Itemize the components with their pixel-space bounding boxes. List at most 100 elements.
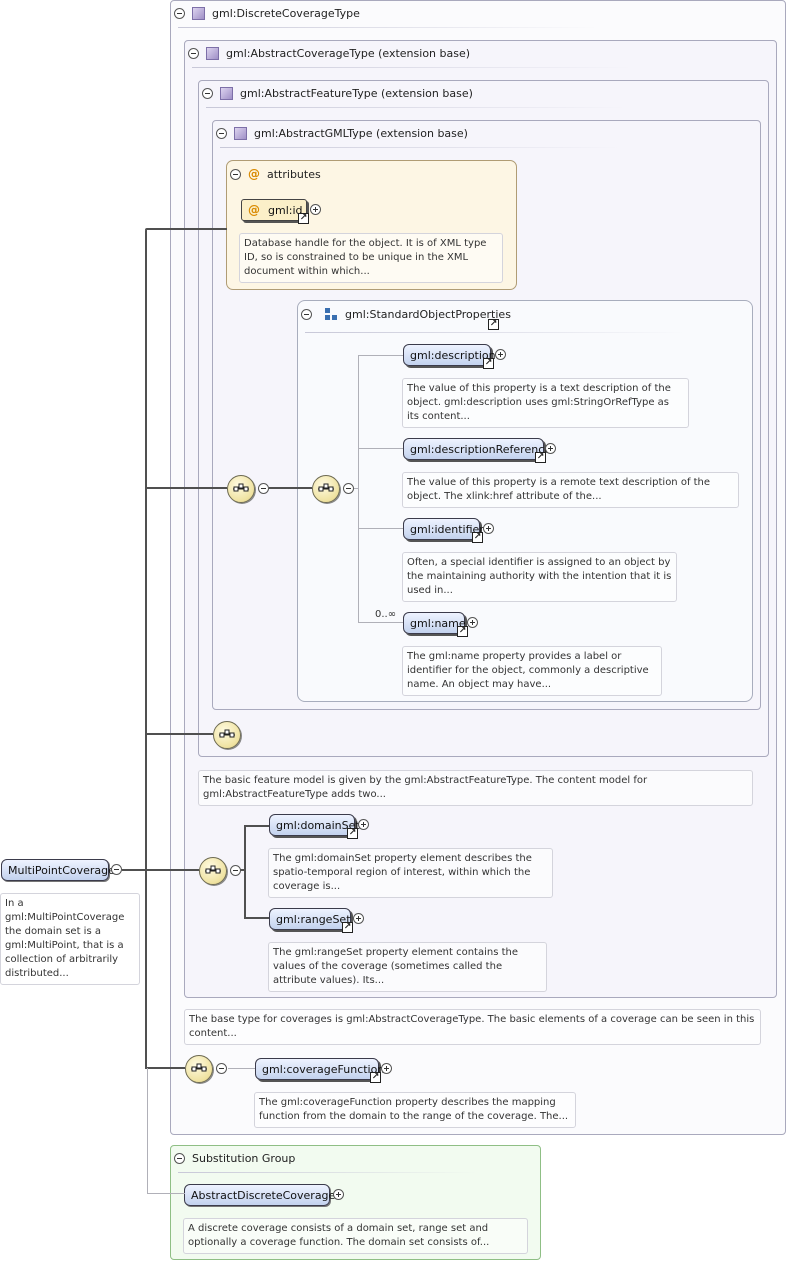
attributes-header[interactable]: @ attributes xyxy=(230,167,321,181)
expand-icon[interactable] xyxy=(358,819,369,830)
element-gml-name[interactable]: gml:name xyxy=(403,612,466,634)
sequence-icon-glyph xyxy=(205,865,221,874)
element-gml-description[interactable]: gml:description xyxy=(403,344,496,366)
element-doc: A discrete coverage consists of a domain… xyxy=(183,1218,528,1254)
root-trunk-line xyxy=(145,229,147,1068)
arrow-reference-icon[interactable]: ↗ xyxy=(488,319,499,330)
model-group-icon xyxy=(325,308,338,321)
element-name: gml:coverageFunction xyxy=(262,1062,385,1076)
arrow-reference-icon[interactable]: ↗ xyxy=(347,828,358,839)
collapse-icon[interactable] xyxy=(111,864,122,875)
sequence-compositor-icon[interactable] xyxy=(213,721,241,749)
collapse-icon[interactable] xyxy=(188,48,199,59)
root-element-multipoint-coverage[interactable]: MultiPointCoverage xyxy=(1,859,115,881)
sequence-branch-line xyxy=(244,826,246,918)
element-gml-range-set[interactable]: gml:rangeSet xyxy=(269,908,351,930)
header-divider xyxy=(206,107,626,108)
type-title: gml:DiscreteCoverageType xyxy=(212,7,360,20)
sequence-compositor-icon[interactable] xyxy=(185,1055,213,1083)
collapse-icon[interactable] xyxy=(216,128,227,139)
expand-icon[interactable] xyxy=(381,1063,392,1074)
element-name: gml:rangeSet xyxy=(276,912,351,926)
type-title: gml:AbstractCoverageType (extension base… xyxy=(226,47,471,60)
feature-type-doc: The basic feature model is given by the … xyxy=(198,770,753,806)
arrow-reference-icon[interactable]: ↗ xyxy=(370,1072,381,1083)
element-name: AbstractDiscreteCoverage xyxy=(191,1188,336,1202)
header-divider xyxy=(178,1172,478,1173)
element-name: gml:description xyxy=(410,348,496,362)
abstract-feature-type-header[interactable]: gml:AbstractFeatureType (extension base) xyxy=(202,87,473,100)
branch-connector xyxy=(358,528,404,529)
coverage-type-doc: The base type for coverages is gml:Abstr… xyxy=(184,1009,761,1045)
arrow-reference-icon[interactable]: ↗ xyxy=(535,452,546,463)
complex-type-icon xyxy=(206,47,219,60)
expand-icon[interactable] xyxy=(353,913,364,924)
collapse-icon[interactable] xyxy=(230,865,241,876)
element-name: gml:descriptionReference xyxy=(410,442,552,456)
arrow-reference-icon[interactable]: ↗ xyxy=(342,922,353,933)
branch-connector xyxy=(358,622,404,623)
element-doc: The gml:rangeSet property element contai… xyxy=(268,942,547,992)
element-gml-description-reference[interactable]: gml:descriptionReference xyxy=(403,438,551,460)
discrete-coverage-type-header[interactable]: gml:DiscreteCoverageType xyxy=(174,7,360,20)
complex-type-icon xyxy=(192,7,205,20)
element-doc: The value of this property is a remote t… xyxy=(402,472,739,508)
connector-to-substitution xyxy=(147,1068,148,1194)
expand-icon[interactable] xyxy=(333,1189,344,1200)
attribute-name: gml:id xyxy=(268,203,303,217)
element-doc: Often, a special identifier is assigned … xyxy=(402,552,677,602)
at-sign-icon: @ xyxy=(248,167,260,181)
gml-id-attribute[interactable]: @ gml:id xyxy=(241,199,307,221)
element-abstract-discrete-coverage[interactable]: AbstractDiscreteCoverage xyxy=(184,1184,335,1206)
substitution-group-header[interactable]: Substitution Group xyxy=(174,1152,295,1165)
branch-connector xyxy=(358,355,404,356)
abstract-gml-type-header[interactable]: gml:AbstractGMLType (extension base) xyxy=(216,127,468,140)
connector-to-gml-sequence xyxy=(145,487,227,489)
arrow-reference-icon[interactable]: ↗ xyxy=(457,626,468,637)
complex-type-icon xyxy=(220,87,233,100)
branch-connector xyxy=(244,825,270,827)
connector-to-coverage-sequence xyxy=(122,869,199,871)
connector-seq-to-domain xyxy=(240,869,245,871)
gml-id-doc: Database handle for the object. It is of… xyxy=(239,233,503,283)
collapse-icon[interactable] xyxy=(301,309,312,320)
collapse-icon[interactable] xyxy=(174,1153,185,1164)
branch-connector xyxy=(228,1068,256,1069)
sequence-icon-glyph xyxy=(233,483,249,492)
branch-connector xyxy=(244,917,270,919)
expand-icon[interactable] xyxy=(310,204,321,215)
sequence-compositor-icon[interactable] xyxy=(199,857,227,885)
standard-object-properties-header[interactable]: gml:StandardObjectProperties xyxy=(301,308,511,321)
collapse-icon[interactable] xyxy=(202,88,213,99)
expand-icon[interactable] xyxy=(483,523,494,534)
header-divider xyxy=(305,332,685,333)
element-gml-domain-set[interactable]: gml:domainSet xyxy=(269,814,360,836)
expand-icon[interactable] xyxy=(467,617,478,628)
arrow-reference-icon[interactable]: ↗ xyxy=(298,213,309,224)
element-name: gml:name xyxy=(410,616,466,630)
element-gml-coverage-function[interactable]: gml:coverageFunction xyxy=(255,1058,384,1080)
type-title: gml:AbstractGMLType (extension base) xyxy=(254,127,468,140)
collapse-icon[interactable] xyxy=(230,168,241,180)
abstract-coverage-type-header[interactable]: gml:AbstractCoverageType (extension base… xyxy=(188,47,470,60)
expand-icon[interactable] xyxy=(545,443,556,454)
expand-icon[interactable] xyxy=(495,349,506,360)
sequence-icon-glyph xyxy=(318,483,334,492)
sequence-compositor-icon[interactable] xyxy=(312,475,340,503)
arrow-reference-icon[interactable]: ↗ xyxy=(472,532,483,543)
header-divider xyxy=(220,147,620,148)
connector-seq-to-group xyxy=(269,487,312,489)
collapse-icon[interactable] xyxy=(343,483,354,494)
collapse-icon[interactable] xyxy=(216,1063,227,1074)
complex-type-icon xyxy=(234,127,247,140)
element-name: MultiPointCoverage xyxy=(8,863,115,877)
sequence-compositor-icon[interactable] xyxy=(227,475,255,503)
branch-connector xyxy=(354,488,359,489)
connector-to-substitution xyxy=(147,1193,185,1194)
element-gml-identifier[interactable]: gml:identifier xyxy=(403,518,484,540)
arrow-reference-icon[interactable]: ↗ xyxy=(483,358,494,369)
collapse-icon[interactable] xyxy=(258,483,269,494)
substitution-group-title: Substitution Group xyxy=(192,1152,296,1165)
type-title: gml:AbstractFeatureType (extension base) xyxy=(240,87,473,100)
collapse-icon[interactable] xyxy=(174,8,185,19)
